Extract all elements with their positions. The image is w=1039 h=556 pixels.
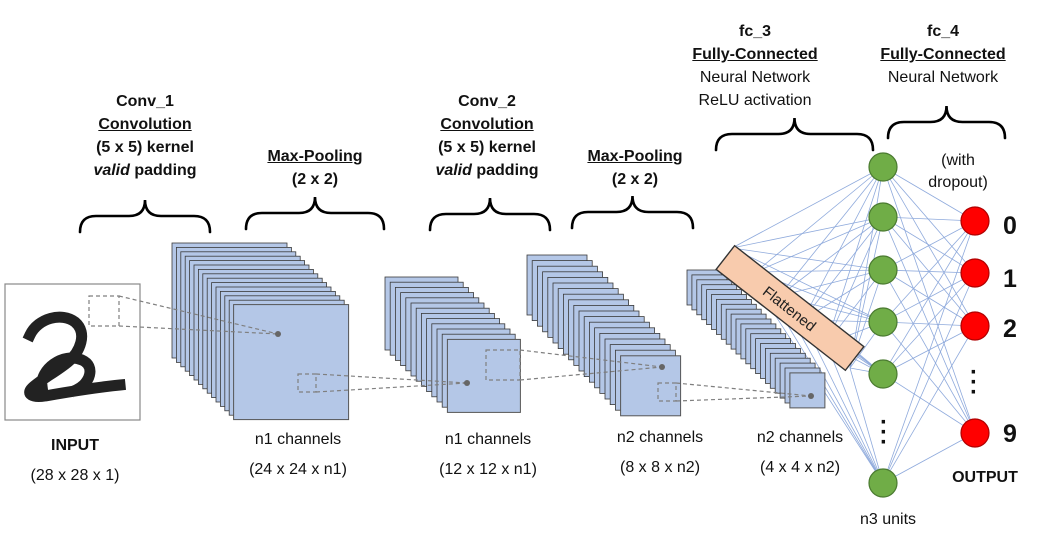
fc3-label: fc_3 Fully-Connected Neural Network ReLU… bbox=[692, 23, 818, 109]
hidden-to-output-2-0 bbox=[882, 220, 976, 271]
conv2-target-dot bbox=[659, 364, 665, 370]
pool2-brace bbox=[570, 195, 695, 230]
flat-to-hidden-1-2 bbox=[778, 216, 884, 297]
flat-to-hidden-1-4 bbox=[826, 216, 884, 345]
output-neuron-2 bbox=[960, 311, 990, 341]
hidden-to-output-5-1 bbox=[882, 272, 976, 484]
dropout-note: (with dropout) bbox=[928, 152, 988, 191]
pool1-map-layer-12 bbox=[446, 338, 521, 413]
conv2-pool-box bbox=[657, 382, 677, 402]
pool1-receptive-box bbox=[485, 349, 521, 381]
braces bbox=[78, 105, 1007, 234]
guide-pool1-to-conv2-b bbox=[519, 366, 663, 381]
flat-to-hidden-2-1 bbox=[755, 269, 884, 273]
feature-maps: Flattened bbox=[4, 242, 865, 421]
hidden-to-output-1-3 bbox=[882, 216, 976, 434]
hidden-to-output-5-0 bbox=[882, 220, 976, 484]
flattened-rect bbox=[715, 244, 865, 372]
hidden-to-output-5-2 bbox=[882, 325, 976, 484]
flattened-input-label: n2 channels (4 x 4 x n2) bbox=[756, 429, 844, 476]
flat-to-hidden-2-2 bbox=[779, 269, 884, 297]
flat-to-hidden-5-5 bbox=[849, 367, 884, 484]
hidden-ellipsis: ··· bbox=[880, 409, 888, 456]
hidden-neuron-3 bbox=[868, 307, 898, 337]
flat-to-hidden-0-4 bbox=[826, 166, 884, 345]
pool2-map-layer-21 bbox=[789, 372, 826, 409]
conv1-pool-box bbox=[297, 373, 317, 393]
guide-input-to-conv1-a bbox=[118, 295, 279, 335]
conv2-map-layer-18 bbox=[620, 355, 682, 417]
flat-to-hidden-3-0 bbox=[731, 247, 884, 323]
conv1-output-label: n1 channels (24 x 24 x n1) bbox=[249, 431, 347, 478]
pool1-label: Max-Pooling (2 x 2) bbox=[267, 148, 363, 188]
conv2-brace bbox=[428, 197, 552, 232]
pool1-output-label: n1 channels (12 x 12 x n1) bbox=[439, 431, 537, 478]
fc3-units-label: n3 units bbox=[859, 511, 917, 528]
hidden-to-output-1-0 bbox=[882, 216, 976, 222]
fc3-brace bbox=[714, 117, 875, 152]
hidden-to-output-3-0 bbox=[882, 220, 976, 323]
hidden-to-output-4-3 bbox=[882, 373, 976, 434]
guide-conv2-to-pool2-b bbox=[675, 395, 812, 402]
input-digit-strokes bbox=[22, 311, 127, 402]
flat-to-hidden-2-0 bbox=[731, 247, 884, 271]
hidden-neuron-2 bbox=[868, 255, 898, 285]
guide-conv2-to-pool2-a bbox=[675, 382, 812, 397]
pool2-label: Max-Pooling (2 x 2) bbox=[587, 148, 683, 188]
flat-to-hidden-5-4 bbox=[826, 343, 884, 484]
output-ellipsis: ··· bbox=[970, 359, 978, 406]
output-neuron-1 bbox=[960, 258, 990, 288]
flat-to-hidden-1-3 bbox=[802, 216, 884, 321]
guide-pool1-to-conv2-a bbox=[519, 349, 663, 368]
output-label-9: 9 bbox=[1003, 420, 1017, 448]
pool2-output-label: n2 channels (8 x 8 x n2) bbox=[616, 429, 704, 476]
input-label: INPUT (28 x 28 x 1) bbox=[30, 437, 120, 484]
hidden-neuron-0 bbox=[868, 152, 898, 182]
flat-to-hidden-0-2 bbox=[778, 166, 884, 297]
guide-conv1-to-pool1-a bbox=[315, 373, 468, 384]
hidden-neuron-4 bbox=[868, 359, 898, 389]
conv1-label: Conv_1 Convolution (5 x 5) kernel valid … bbox=[93, 93, 197, 179]
hidden-to-output-0-2 bbox=[882, 166, 976, 327]
pool1-target-dot bbox=[464, 380, 470, 386]
fc4-label: fc_4 Fully-Connected Neural Network bbox=[880, 23, 1006, 86]
hidden-to-output-0-3 bbox=[882, 166, 976, 434]
hidden-to-output-0-1 bbox=[882, 166, 976, 274]
flat-to-hidden-1-1 bbox=[755, 216, 884, 273]
guide-input-to-conv1-b bbox=[118, 325, 279, 335]
conv2-label: Conv_2 Convolution (5 x 5) kernel valid … bbox=[435, 93, 539, 179]
fc4-brace bbox=[886, 105, 1007, 140]
receptive-field-guides bbox=[88, 295, 814, 402]
flat-to-hidden-0-3 bbox=[802, 166, 884, 321]
hidden-neuron-1 bbox=[868, 202, 898, 232]
hidden-to-output-4-1 bbox=[882, 272, 976, 375]
conv1-brace bbox=[78, 199, 212, 234]
output-title: OUTPUT bbox=[952, 469, 1018, 486]
hidden-to-output-4-2 bbox=[882, 325, 976, 375]
hidden-to-output-4-0 bbox=[882, 220, 976, 375]
pool2-target-dot bbox=[808, 393, 814, 399]
output-label-0: 0 bbox=[1003, 212, 1017, 240]
output-neuron-0 bbox=[960, 206, 990, 236]
flat-to-hidden-0-1 bbox=[755, 166, 884, 273]
input-receptive-box bbox=[88, 295, 120, 327]
hidden-to-output-5-3 bbox=[882, 432, 976, 484]
output-label-2: 2 bbox=[1003, 315, 1017, 343]
output-neuron-3 bbox=[960, 418, 990, 448]
flat-to-hidden-1-0 bbox=[731, 216, 884, 249]
hidden-to-output-0-0 bbox=[882, 166, 976, 222]
conv1-map-layer-14 bbox=[233, 304, 350, 421]
guide-conv1-to-pool1-b bbox=[315, 382, 468, 393]
neurons bbox=[868, 152, 990, 498]
conv1-target-dot bbox=[275, 331, 281, 337]
flat-to-hidden-0-0 bbox=[731, 166, 884, 249]
output-label-1: 1 bbox=[1003, 265, 1017, 293]
pool1-brace bbox=[244, 196, 386, 231]
hidden-neuron-5 bbox=[868, 468, 898, 498]
